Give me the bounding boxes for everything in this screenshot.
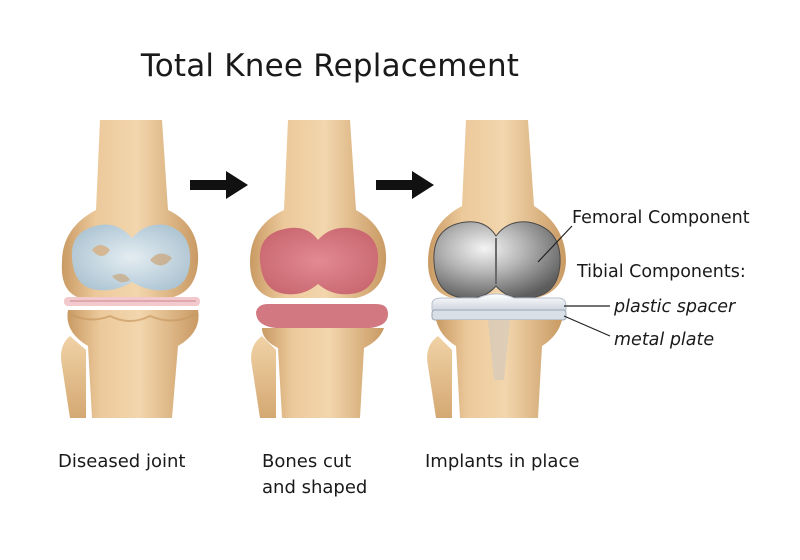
caption-line: and shaped: [262, 477, 368, 498]
fibula-bone: [61, 336, 86, 418]
tibia-bone: [67, 310, 199, 418]
caption-diseased-joint: Diseased joint: [58, 449, 185, 475]
caption-line: Bones cut: [262, 451, 352, 472]
caption-bones-cut: Bones cut and shaped: [262, 449, 402, 501]
knee-cut: [250, 120, 388, 418]
tibial-components-label: Tibial Components:: [577, 262, 746, 282]
right-arrow-icon: [190, 171, 248, 199]
plastic-spacer-label: plastic spacer: [614, 297, 736, 317]
cut-tibia-surface: [256, 304, 388, 328]
meniscus: [64, 297, 200, 306]
plastic-spacer: [431, 293, 567, 311]
tibia-bone: [262, 328, 384, 418]
knee-diseased: [61, 120, 200, 418]
leader-lines: [537, 225, 611, 337]
tibial-stem: [488, 320, 510, 380]
metal-plate-label: metal plate: [614, 330, 715, 350]
right-arrow-icon: [376, 171, 434, 199]
caption-line: Diseased joint: [58, 451, 186, 472]
fibula-bone: [251, 336, 276, 418]
femoral-component-label: Femoral Component: [572, 208, 750, 228]
diseased-cartilage: [71, 224, 191, 291]
metal-plate: [431, 309, 567, 321]
knee-implant: [427, 120, 567, 418]
diagram-title: Total Knee Replacement: [140, 48, 520, 84]
caption-line: Implants in place: [425, 451, 580, 472]
cut-femur-surface: [259, 227, 379, 295]
fibula-bone: [427, 336, 452, 418]
caption-implants: Implants in place: [425, 449, 579, 475]
